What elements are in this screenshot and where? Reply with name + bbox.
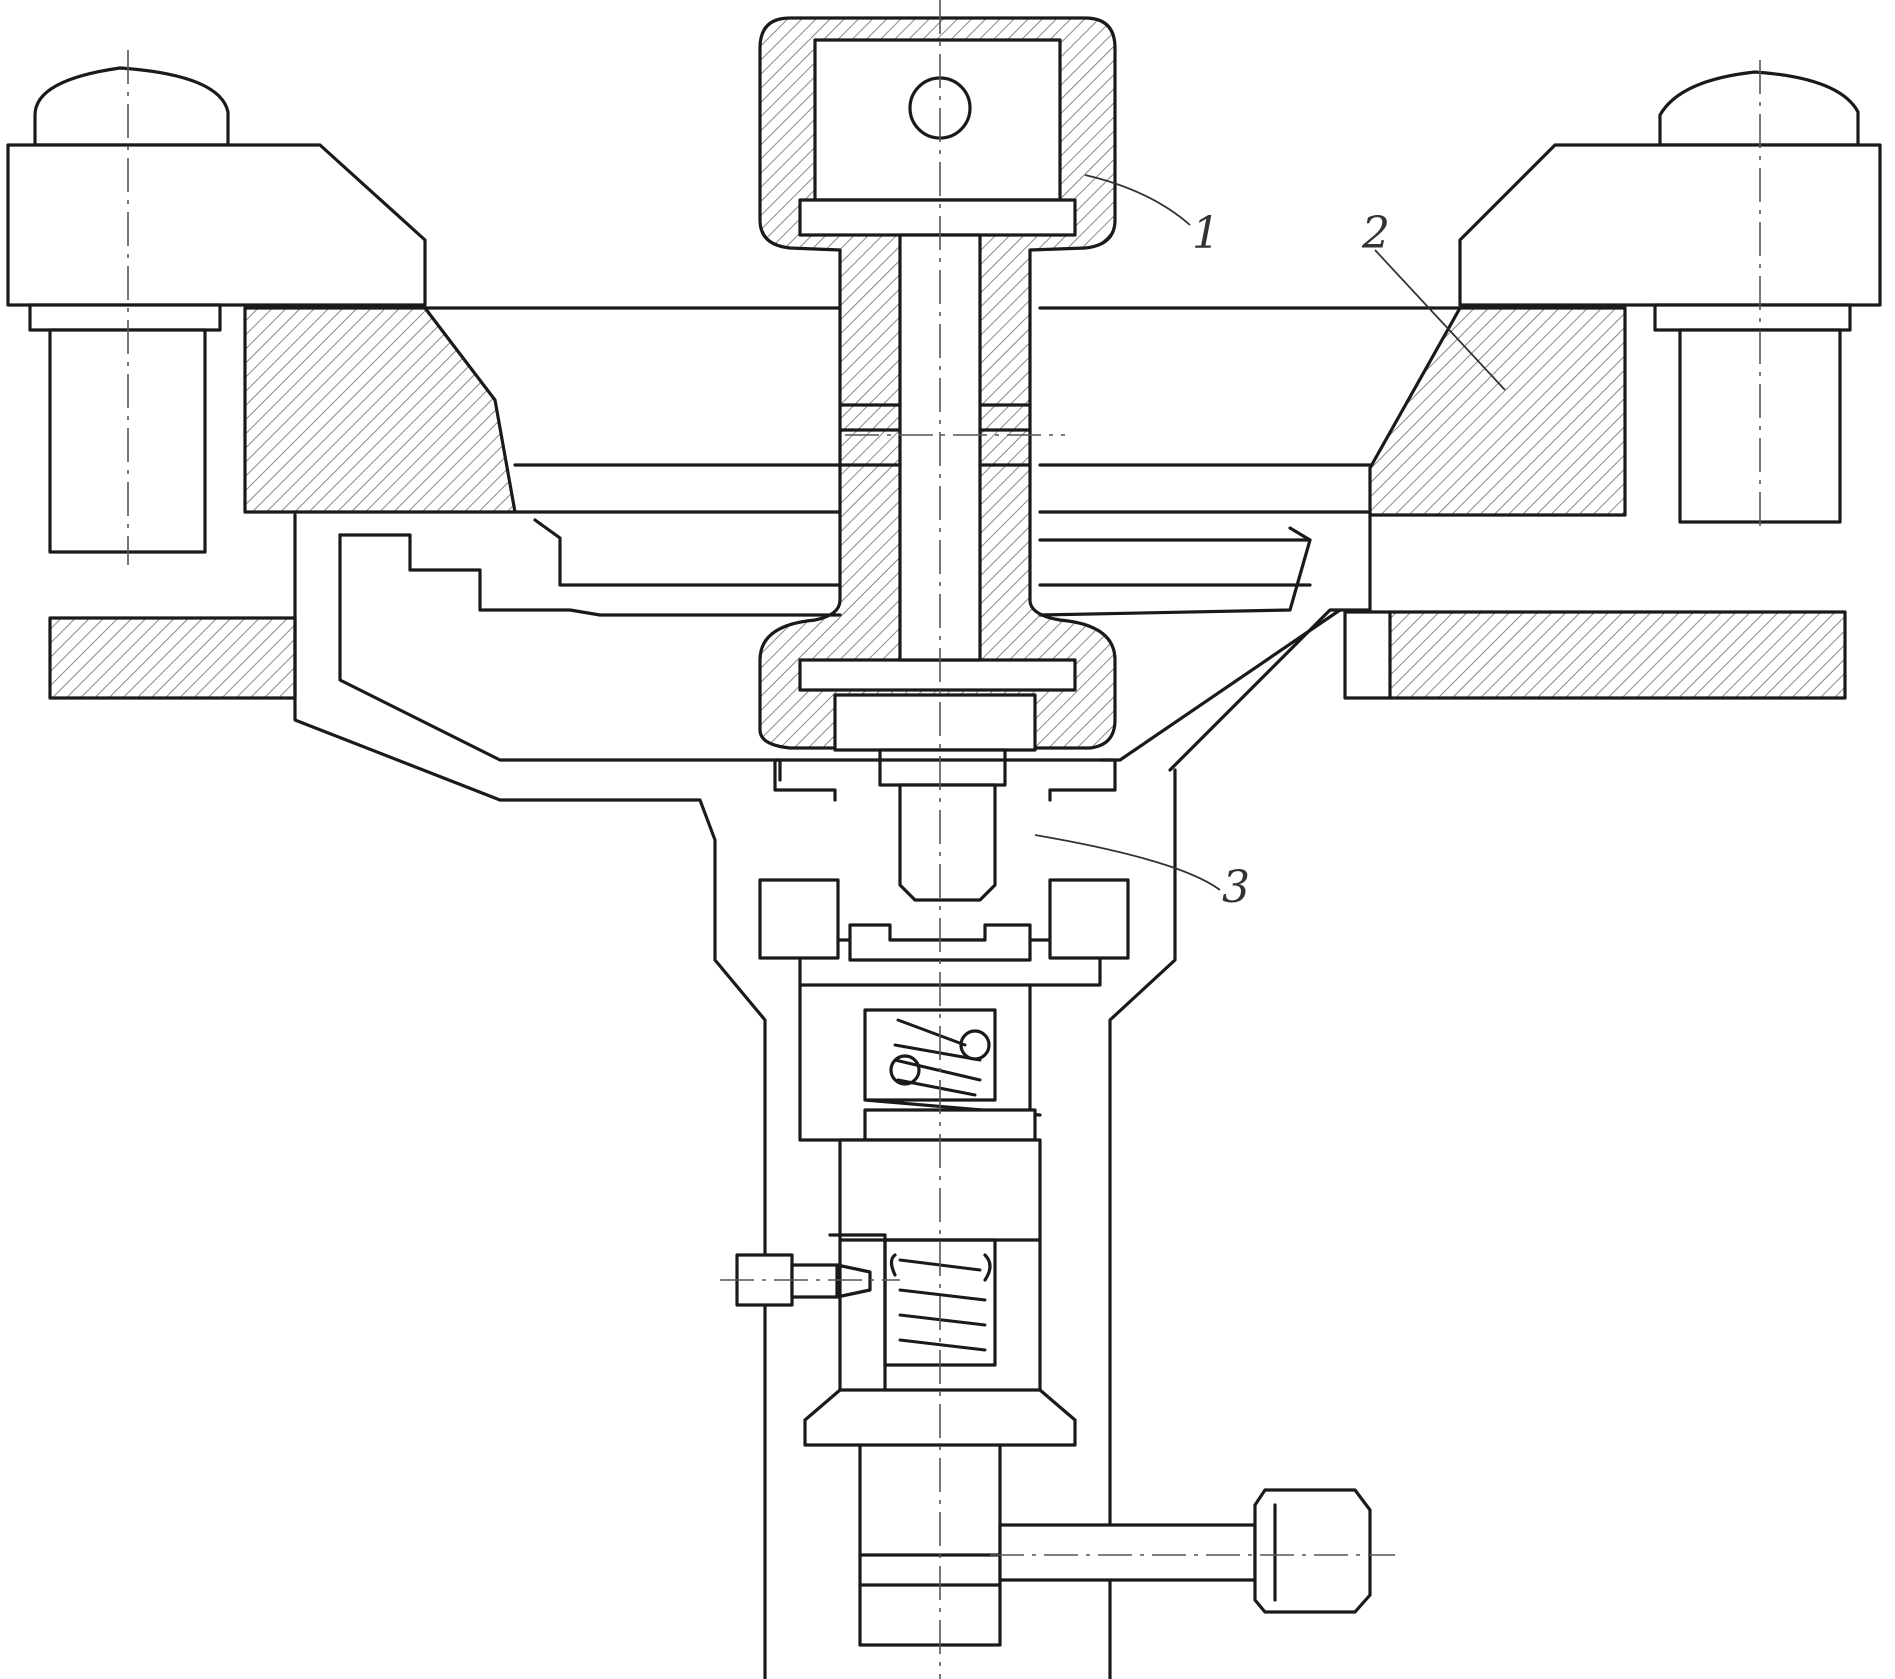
part-3-guide xyxy=(773,758,1117,802)
set-screw-tip xyxy=(835,1263,872,1299)
part-label-3: 3 xyxy=(1222,862,1250,913)
set-screw-cap xyxy=(828,1233,887,1392)
part-1-nut xyxy=(833,693,1037,752)
base-plate-right-bar-cap xyxy=(1343,610,1392,700)
lower-shaft xyxy=(858,1443,1002,1647)
part-1-gap-lines xyxy=(838,403,1032,467)
plate-2 xyxy=(243,306,1627,517)
plate-2-lower-line-right xyxy=(1038,463,1372,514)
plate-2-right-section xyxy=(1368,306,1627,517)
right-clamp-collar xyxy=(1653,303,1852,332)
left-clamp-collar xyxy=(28,303,222,332)
lower-shaft-and-handle xyxy=(803,1388,1372,1647)
part-label-2: 2 xyxy=(1361,208,1390,259)
leader-part-3 xyxy=(1034,834,1221,891)
housing-step-left xyxy=(338,533,842,617)
part-1-bushing xyxy=(758,16,1117,752)
handle-rod xyxy=(998,1523,1257,1582)
right-clamp-dome xyxy=(1658,70,1860,147)
base-plate xyxy=(48,610,1847,700)
leader-part-1 xyxy=(1084,174,1191,226)
part-3-spring-eye-top xyxy=(959,1029,991,1061)
handle-knob xyxy=(1253,1488,1372,1614)
base-plate-left-bar xyxy=(48,616,297,700)
part-3-spring-eye-bottom xyxy=(889,1054,921,1086)
set-screw-body xyxy=(790,1263,839,1299)
part-3-sleeve-bottom xyxy=(863,1108,1037,1142)
part-3-collar xyxy=(878,748,1007,787)
lower-shaft-ring xyxy=(858,1553,1002,1587)
part-1-upper-washer xyxy=(798,198,1077,237)
left-clamp-arm xyxy=(6,143,427,307)
housing-step-right xyxy=(1038,526,1312,617)
housing-flange-left xyxy=(533,518,842,587)
housing-block-left xyxy=(758,878,840,960)
leader-part-2 xyxy=(1374,249,1506,391)
part-3-spring-side xyxy=(889,1253,992,1282)
part-label-1: 1 xyxy=(1192,208,1220,259)
set-screw xyxy=(735,1233,887,1392)
plate-2-left-section xyxy=(243,306,517,514)
part-3-lower-spring xyxy=(898,1258,987,1352)
lower-shaft-neck xyxy=(803,1388,1077,1447)
housing-block-right xyxy=(1048,878,1130,960)
housing-outline xyxy=(293,513,1372,1679)
left-clamp-dome xyxy=(33,66,230,147)
part-3-shaft xyxy=(898,783,997,902)
plate-2-lower-line-left xyxy=(513,463,842,514)
part-1-lower-washer xyxy=(798,658,1077,692)
callouts: 1 2 3 xyxy=(1034,174,1506,913)
base-plate-right-bar xyxy=(1388,610,1847,700)
right-clamp-arm xyxy=(1458,143,1882,307)
center-lines xyxy=(127,0,1761,1679)
housing-flange-right xyxy=(1038,538,1312,587)
part-3-upper-spring xyxy=(893,1018,982,1097)
